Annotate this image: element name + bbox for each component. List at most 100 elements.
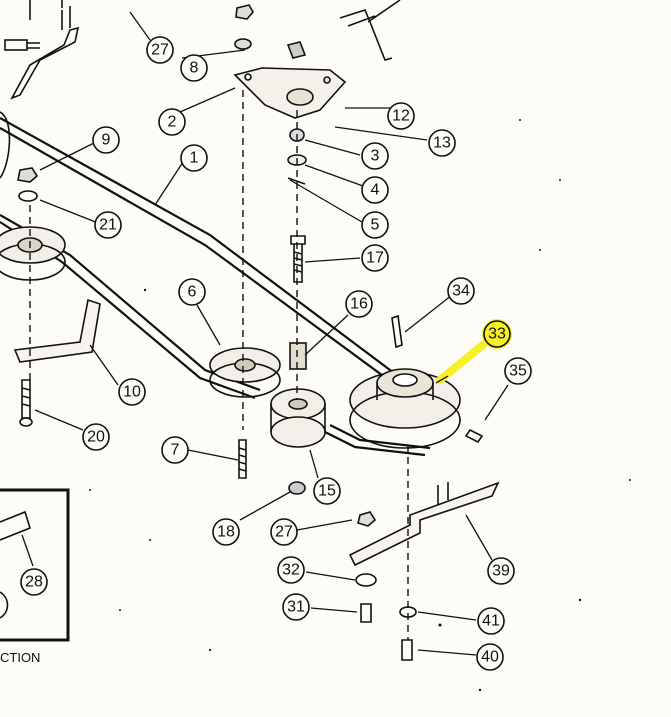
callout-27: 27 <box>270 518 298 546</box>
callout-label: 6 <box>188 284 197 301</box>
callout-label: 33 <box>488 326 506 343</box>
callout-label: 27 <box>275 524 293 541</box>
callout-circle <box>158 108 186 136</box>
callout-label: 41 <box>482 613 500 630</box>
callout-circle <box>477 607 505 635</box>
callout-10: 10 <box>118 378 146 406</box>
callout-label: 16 <box>350 296 368 313</box>
callout-31: 31 <box>282 593 310 621</box>
callout-34: 34 <box>447 277 475 305</box>
bolt-20 <box>19 379 33 427</box>
callout-17: 17 <box>361 244 389 272</box>
callout-39: 39 <box>487 557 515 585</box>
callout-circle <box>178 278 206 306</box>
callout-20: 20 <box>82 423 110 451</box>
callout-6: 6 <box>178 278 206 306</box>
bolt-7 <box>238 439 247 479</box>
callout-label: 4 <box>371 182 380 199</box>
callout-label: 9 <box>102 132 111 149</box>
callout-label: 15 <box>318 483 336 500</box>
callout-label: 10 <box>123 384 141 401</box>
callout-circle <box>180 54 208 82</box>
highlight-33 <box>436 319 512 384</box>
callout-circle <box>361 211 389 239</box>
callout-circle <box>92 126 120 154</box>
callout-circle <box>82 423 110 451</box>
callout-13: 13 <box>428 129 456 157</box>
callout-1: 1 <box>180 144 208 172</box>
callout-32: 32 <box>277 556 305 584</box>
callout-circle <box>161 436 189 464</box>
callout-label: 12 <box>392 108 410 125</box>
idler-pulley-15 <box>270 388 326 448</box>
callout-circle <box>270 518 298 546</box>
callout-label: 1 <box>190 150 199 167</box>
callout-circle <box>504 357 532 385</box>
callout-circle <box>387 102 415 130</box>
pin-34 <box>391 314 403 349</box>
callout-label: 27 <box>151 42 169 59</box>
callout-33: 33 <box>483 320 511 348</box>
callout-label: 31 <box>287 599 305 616</box>
callout-label: 21 <box>99 217 117 234</box>
callout-label: 20 <box>87 429 105 446</box>
callout-label: 40 <box>481 649 499 666</box>
callout-circle <box>476 643 504 671</box>
callout-label: 5 <box>371 217 380 234</box>
callout-21: 21 <box>94 211 122 239</box>
callout-4: 4 <box>361 176 389 204</box>
callout-circle <box>428 129 456 157</box>
callout-circle <box>277 556 305 584</box>
idler-pulley-6 <box>209 347 281 398</box>
callout-5: 5 <box>361 211 389 239</box>
idler-bracket-plate <box>233 67 347 119</box>
leader-lines <box>21 11 509 656</box>
set-screw-35 <box>464 428 484 444</box>
callout-7: 7 <box>161 436 189 464</box>
nut-18 <box>288 481 306 495</box>
print-specks <box>89 119 631 692</box>
bracket-10 <box>13 298 101 363</box>
callout-circle <box>345 290 373 318</box>
bracket-39 <box>348 481 500 567</box>
callout-circle <box>361 142 389 170</box>
spring-link <box>339 9 393 61</box>
callout-label: 13 <box>433 135 451 152</box>
callout-18: 18 <box>212 518 240 546</box>
callout-circle <box>483 320 511 348</box>
callout-28: 28 <box>20 568 48 596</box>
callout-circle <box>20 568 48 596</box>
callout-circle <box>487 557 515 585</box>
callout-circle <box>361 176 389 204</box>
callout-9: 9 <box>92 126 120 154</box>
drive-pulley-33 <box>349 368 461 449</box>
callout-16: 16 <box>345 290 373 318</box>
callout-41: 41 <box>477 607 505 635</box>
callout-label: 34 <box>452 283 470 300</box>
inset-frame <box>0 488 70 642</box>
callout-circle <box>313 477 341 505</box>
callout-label: 39 <box>492 563 510 580</box>
bolt-17 <box>290 235 306 283</box>
callout-label: 8 <box>190 60 199 77</box>
callout-label: 3 <box>371 148 380 165</box>
callout-35: 35 <box>504 357 532 385</box>
callout-circle <box>361 244 389 272</box>
callout-circle <box>94 211 122 239</box>
callout-label: 7 <box>171 442 180 459</box>
callout-12: 12 <box>387 102 415 130</box>
callout-circle <box>146 36 174 64</box>
top-left-bracket <box>4 6 80 100</box>
callout-15: 15 <box>313 477 341 505</box>
callout-label: 32 <box>282 562 300 579</box>
callout-circle <box>118 378 146 406</box>
callout-label: 2 <box>168 114 177 131</box>
callout-2: 2 <box>158 108 186 136</box>
section-caption: CTION <box>0 650 40 665</box>
callout-label: 17 <box>366 250 384 267</box>
callout-circle <box>282 593 310 621</box>
callout-label: 18 <box>217 524 235 541</box>
